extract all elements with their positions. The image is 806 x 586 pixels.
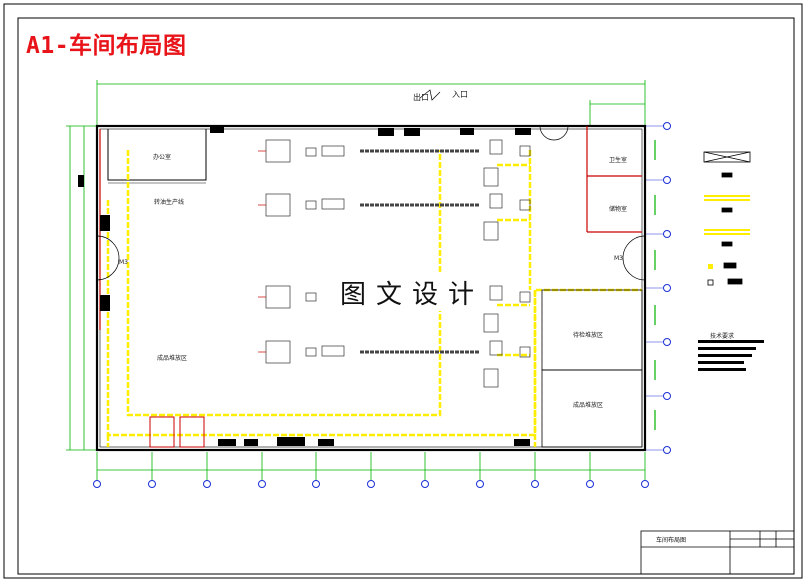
doors <box>96 89 646 281</box>
left-dimension <box>66 125 97 451</box>
office-label: 办公室 <box>153 154 172 161</box>
axis-bubbles-bottom <box>93 480 649 488</box>
toilet-label: 卫生室 <box>609 157 628 164</box>
finished-storage-label-2: 成品堆放区 <box>573 402 604 409</box>
tech-notes-lines <box>698 340 764 371</box>
exit-label: 出口 <box>413 93 429 102</box>
equipment <box>78 126 531 446</box>
storage-room-label: 储物室 <box>609 206 628 213</box>
raw-storage-label: 待检堆放区 <box>573 332 604 339</box>
finished-storage-label: 成品堆放区 <box>157 355 188 362</box>
door-tag-right: M3 <box>614 255 623 262</box>
tech-notes-label: 技术要求 <box>710 333 735 340</box>
door-tag-left: M3 <box>119 259 128 266</box>
production-line-label: 转油生产线 <box>154 199 185 206</box>
watermark-text: 图文设计 <box>336 274 489 311</box>
title-block <box>640 530 795 575</box>
bottom-dimension <box>96 452 646 485</box>
office-walls <box>107 129 207 184</box>
axis-bubbles-right <box>663 122 671 454</box>
legend <box>703 151 751 286</box>
storage-zones <box>541 176 643 448</box>
production-lines <box>258 139 531 388</box>
entrance-label: 入口 <box>452 90 468 99</box>
top-dimension <box>96 80 646 126</box>
drawing-title: A1-车间布局图 <box>26 33 187 59</box>
title-block-drawing-name: 车间布局图 <box>656 537 687 544</box>
